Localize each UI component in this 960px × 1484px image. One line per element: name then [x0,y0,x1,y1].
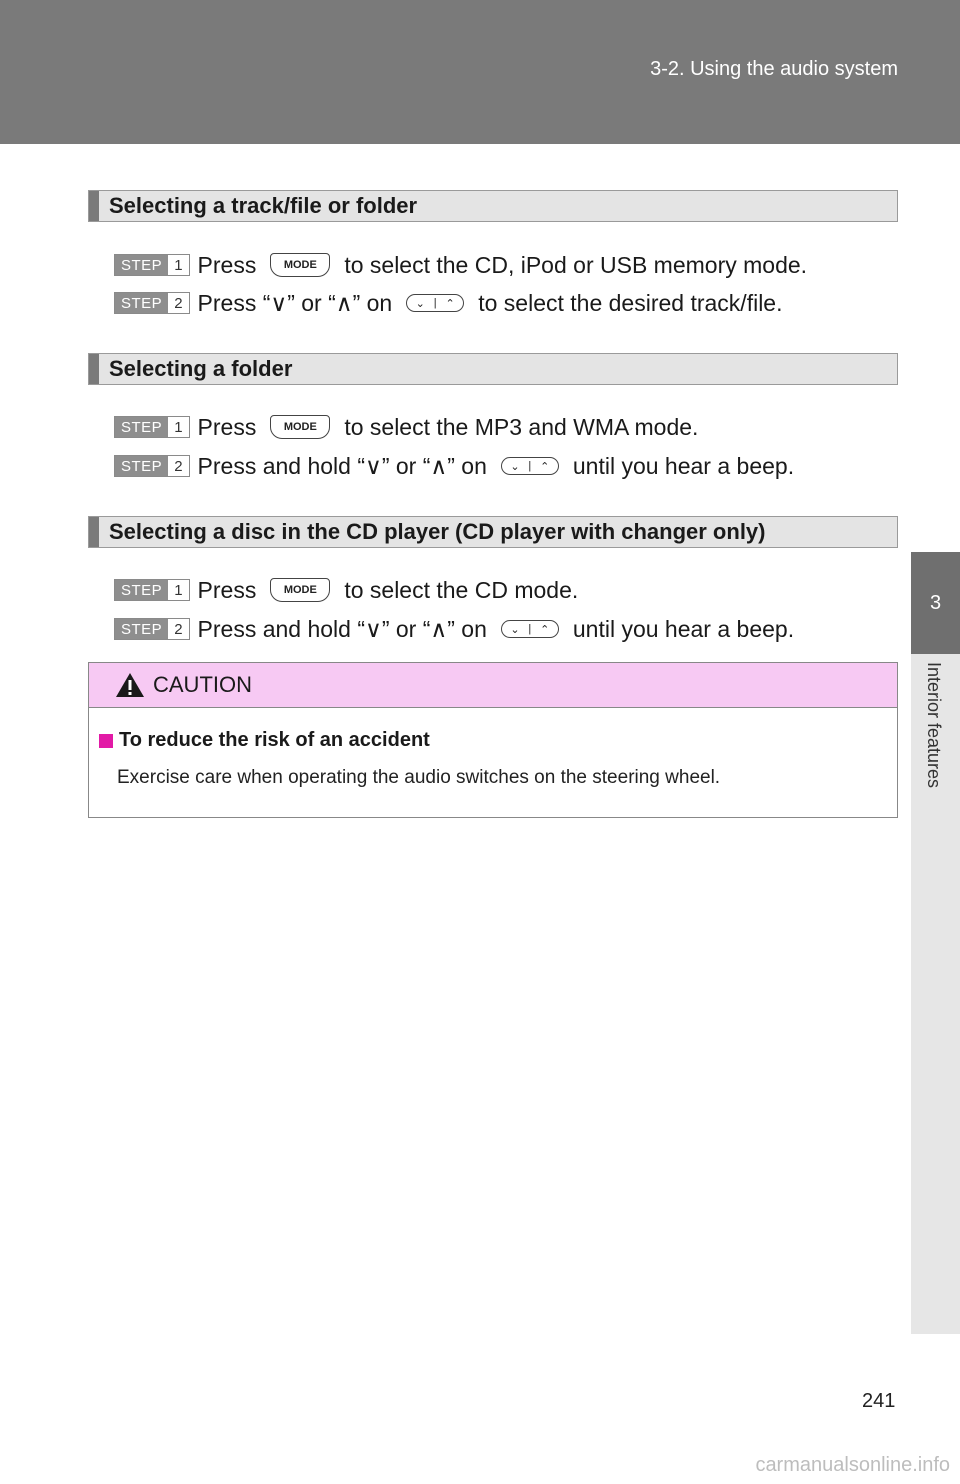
caution-label: CAUTION [153,672,252,697]
chapter-tab-label: Interior features [924,662,944,789]
caution-body: Exercise care when operating the audio s… [117,767,721,788]
caution-box: CAUTION To reduce the risk of an acciden… [88,662,898,818]
section-title: Selecting a folder [109,356,293,381]
warning-triangle-icon [116,673,144,697]
section-title: Selecting a track/file or folder [109,193,418,218]
header-title: 3-2. Using the audio system [650,58,898,80]
section-title: Selecting a disc in the CD player (CD pl… [109,519,766,544]
watermark: carmanualsonline.info [755,1454,950,1476]
section-heading-folder: Selecting a folder [88,353,898,385]
step-text-before: Press [197,251,257,278]
page-header: 3-2. Using the audio system [0,0,960,144]
section-heading-disc: Selecting a disc in the CD player (CD pl… [88,516,898,548]
seek-switch-icon: ⌄|⌃ [406,294,465,312]
section-heading-track: Selecting a track/file or folder [88,190,898,222]
step-text-before: Press “∨” or “∧” on [197,289,393,316]
step-text-before: Press [197,576,257,603]
step-text-after: to select the CD, iPod or USB memory mod… [344,251,808,278]
step-text-before: Press and hold “∨” or “∧” on [197,615,487,642]
mode-button-icon: MODE [270,253,331,277]
mode-button-icon: MODE [270,578,331,602]
chapter-tab-number: 3 [911,552,960,654]
step-text-after: until you hear a beep. [572,615,795,642]
bullet-square-icon [99,733,113,748]
seek-switch-icon: ⌄|⌃ [500,457,559,475]
step-text-before: Press [197,413,257,440]
mode-button-icon: MODE [270,415,331,439]
caution-header: CAUTION [89,663,897,708]
chapter-tab: Interior features [911,654,960,1334]
seek-switch-icon: ⌄|⌃ [500,620,559,638]
step-text-after: to select the CD mode. [344,576,579,603]
step-text-before: Press and hold “∨” or “∧” on [197,452,487,479]
caution-subheading: To reduce the risk of an accident [99,729,430,752]
page-number: 241 [862,1390,896,1412]
step-text-after: to select the desired track/file. [478,289,783,316]
step-text-after: until you hear a beep. [572,452,795,479]
step-text-after: to select the MP3 and WMA mode. [344,413,699,440]
